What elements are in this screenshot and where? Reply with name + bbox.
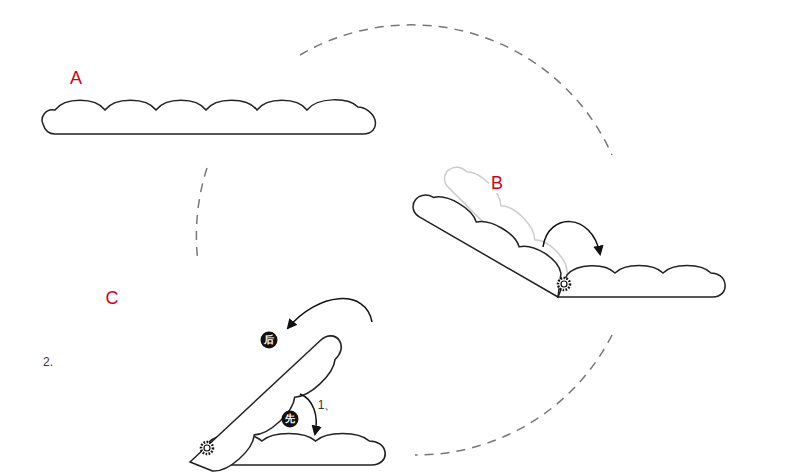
hinge-gear — [201, 442, 213, 454]
state-letter: A — [68, 68, 84, 88]
right-arm — [558, 266, 725, 298]
left-arm — [409, 184, 574, 297]
fold-arrow — [543, 222, 600, 254]
figure-number: 2. — [42, 355, 54, 369]
upper-arm — [190, 331, 352, 475]
first-arrow — [300, 394, 316, 434]
dashed-path — [196, 25, 612, 455]
hinge-gear — [558, 278, 570, 290]
step-badge-text: 先 — [285, 414, 295, 424]
second-arrow — [288, 299, 372, 328]
step-number: 1、 — [317, 398, 338, 412]
state-letter: C — [104, 288, 121, 308]
state-letter: B — [489, 173, 505, 193]
step-badge-text: 后 — [264, 335, 274, 345]
flat-bar — [42, 100, 375, 134]
step-badge — [282, 411, 299, 428]
step-badge — [261, 332, 278, 349]
